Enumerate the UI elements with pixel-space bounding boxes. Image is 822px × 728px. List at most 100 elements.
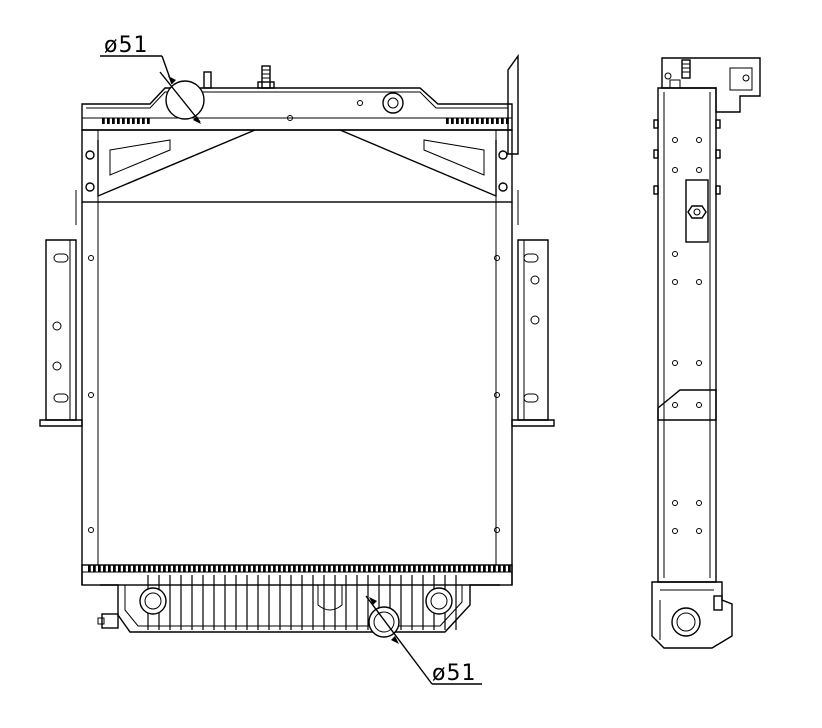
fin-tooth (458, 565, 461, 572)
fin-tooth (353, 565, 356, 572)
vent-tube (203, 71, 212, 89)
fin-tooth (461, 118, 464, 124)
fin-tooth (491, 118, 494, 124)
bottom-tank-teeth (88, 565, 511, 572)
fin-tooth (108, 565, 111, 572)
top-tank-teeth-left (102, 118, 150, 124)
fin-tooth (481, 118, 484, 124)
fin-tooth (293, 565, 296, 572)
fin-tooth (393, 565, 396, 572)
fin-tooth (127, 118, 130, 124)
fin-tooth (143, 565, 146, 572)
fin-tooth (278, 565, 281, 572)
bottom-outlet-diameter-label: ø51 (432, 661, 476, 686)
fin-tooth (107, 118, 110, 124)
fin-tooth (93, 565, 96, 572)
side-body (653, 87, 721, 583)
fin-tooth (88, 565, 91, 572)
fin-tooth (148, 565, 151, 572)
fin-tooth (178, 565, 181, 572)
fin-tooth (303, 565, 306, 572)
fin-tooth (117, 118, 120, 124)
fin-tooth (122, 118, 125, 124)
fin-tooth (103, 565, 106, 572)
fin-tooth (428, 565, 431, 572)
fin-tooth (318, 565, 321, 572)
fin-tooth (253, 565, 256, 572)
fin-tooth (338, 565, 341, 572)
fin-tooth (133, 565, 136, 572)
fin-tooth (248, 565, 251, 572)
fin-tooth (373, 565, 376, 572)
fin-tooth (223, 565, 226, 572)
fin-tooth (496, 118, 499, 124)
fin-tooth (203, 565, 206, 572)
fin-tooth (363, 565, 366, 572)
fin-tooth (308, 565, 311, 572)
front-view: ø51 ø51 (39, 33, 555, 686)
fin-tooth (456, 118, 459, 124)
left-side-bracket (39, 239, 83, 427)
fin-tooth (408, 565, 411, 572)
fin-tooth (438, 565, 441, 572)
fin-tooth (128, 565, 131, 572)
top-inlet-dimension: ø51 (100, 33, 173, 85)
fin-tooth (418, 565, 421, 572)
fin-tooth (138, 565, 141, 572)
fin-tooth (333, 565, 336, 572)
fin-tooth (113, 565, 116, 572)
fin-tooth (493, 565, 496, 572)
fin-tooth (413, 565, 416, 572)
bottom-left-port (139, 587, 167, 615)
fin-tooth (283, 565, 286, 572)
bottom-outlet-pipe (365, 595, 433, 685)
fin-tooth (183, 565, 186, 572)
fin-tooth (112, 118, 115, 124)
fin-tooth (503, 565, 506, 572)
right-mount-bracket-top (507, 53, 519, 155)
fin-tooth (243, 565, 246, 572)
fin-tooth (423, 565, 426, 572)
fin-tooth (132, 118, 135, 124)
fin-tooth (228, 565, 231, 572)
side-bottom-tank (651, 581, 733, 649)
top-inlet-diameter-label: ø51 (104, 33, 148, 58)
fin-tooth (468, 565, 471, 572)
fin-tooth (188, 565, 191, 572)
fin-tooth (153, 565, 156, 572)
bottom-outlet-dimension: ø51 (432, 661, 482, 686)
top-stud (257, 65, 275, 89)
fin-tooth (173, 565, 176, 572)
fin-tooth (343, 565, 346, 572)
top-tank-teeth-right (446, 118, 509, 124)
fin-tooth (288, 565, 291, 572)
fin-tooth (268, 565, 271, 572)
filler-plug (382, 92, 404, 114)
fin-tooth (508, 565, 511, 572)
fin-tooth (463, 565, 466, 572)
side-outlet-pipe (671, 607, 701, 637)
side-mount-block (685, 179, 709, 243)
fin-tooth (328, 565, 331, 572)
upper-frame (81, 129, 513, 203)
fin-tooth (451, 118, 454, 124)
fin-tooth (273, 565, 276, 572)
fin-tooth (476, 118, 479, 124)
fin-tooth (498, 565, 501, 572)
fin-tooth (258, 565, 261, 572)
fin-tooth (403, 565, 406, 572)
fin-tooth (313, 565, 316, 572)
fin-tooth (123, 565, 126, 572)
fin-tooth (446, 118, 449, 124)
side-top-bracket (661, 57, 761, 113)
fin-tooth (263, 565, 266, 572)
bottom-tank-ribs (147, 575, 457, 630)
fin-tooth (137, 118, 140, 124)
fin-tooth (147, 118, 150, 124)
fin-tooth (501, 118, 504, 124)
fin-tooth (448, 565, 451, 572)
fin-tooth (348, 565, 351, 572)
bottom-right-port (425, 587, 453, 615)
fin-tooth (473, 565, 476, 572)
